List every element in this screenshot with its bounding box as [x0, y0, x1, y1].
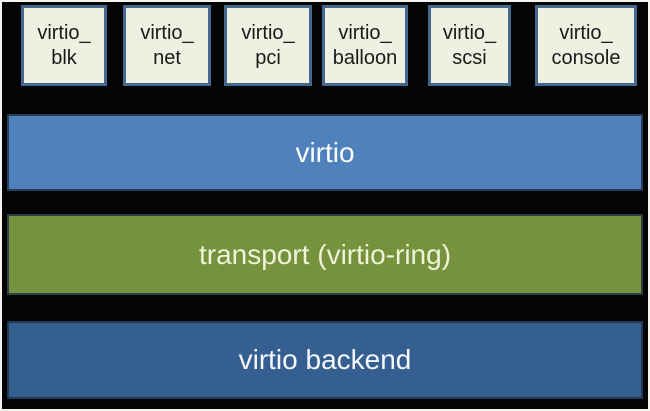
box-virtio-pci: virtio_ pci [224, 5, 312, 86]
box-virtio-scsi: virtio_ scsi [428, 5, 511, 86]
box-virtio-net: virtio_ net [123, 5, 211, 86]
box-virtio-balloon: virtio_ balloon [322, 5, 408, 86]
box-virtio-blk: virtio_ blk [21, 5, 107, 86]
box-virtio-console: virtio_ console [535, 5, 637, 86]
layer-virtio: virtio [7, 114, 643, 191]
layer-virtio-backend: virtio backend [7, 321, 643, 399]
layer-transport-virtio-ring: transport (virtio-ring) [7, 214, 643, 295]
